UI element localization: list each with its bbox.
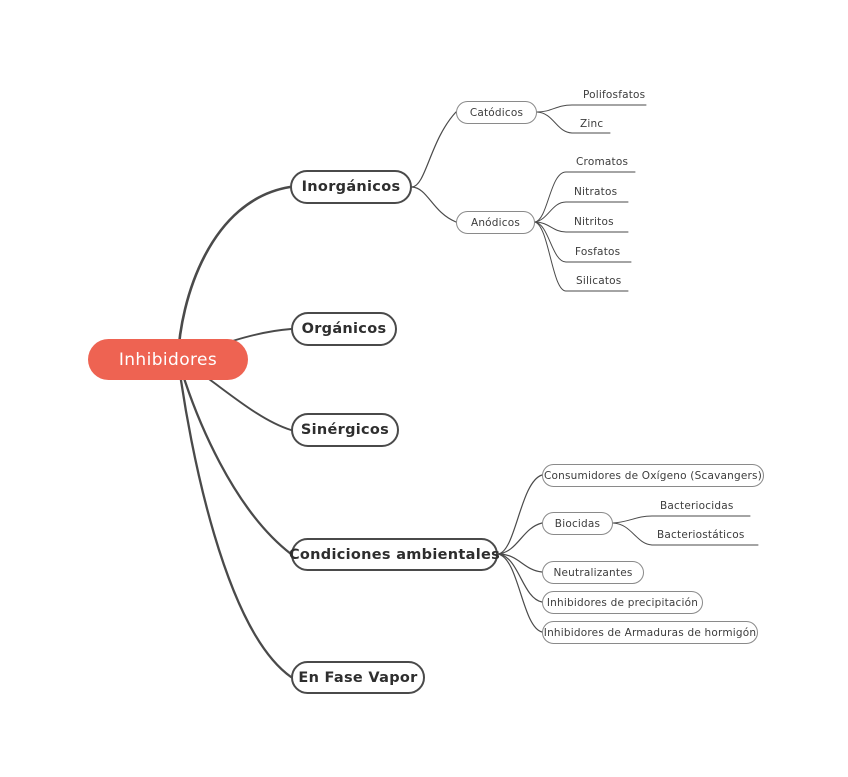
- leaf-label-cromatos[interactable]: Cromatos: [576, 156, 629, 168]
- edge-biocidas-bacteriostaticos: [612, 522, 653, 546]
- edge-anodicos-fosfatos: [534, 221, 567, 263]
- leaf-label-fosfatos[interactable]: Fosfatos: [575, 246, 621, 258]
- branch-node-organicos[interactable]: Orgánicos: [291, 312, 397, 346]
- edge-condiciones-consumidores: [497, 474, 543, 555]
- branch-node-label: En Fase Vapor: [298, 669, 418, 686]
- edge-condiciones-armaduras: [497, 553, 543, 633]
- edge-condiciones-neutralizantes: [497, 553, 543, 573]
- root-node-label: Inhibidores: [118, 349, 218, 370]
- sub-node-biocidas[interactable]: Biocidas: [542, 512, 613, 535]
- sub-node-label: Catódicos: [469, 106, 524, 119]
- edge-root-condiciones: [176, 357, 293, 556]
- edge-anodicos-cromatos: [534, 171, 567, 223]
- edge-biocidas-bacteriocidas: [612, 515, 653, 524]
- edge-anodicos-silicatos: [534, 221, 567, 292]
- leaf-label-bacteriostaticos[interactable]: Bacteriostáticos: [657, 529, 745, 541]
- branch-node-en-fase-vapor[interactable]: En Fase Vapor: [291, 661, 425, 694]
- edge-condiciones-biocidas: [497, 522, 543, 555]
- edge-catodicos-zinc: [536, 111, 573, 134]
- edge-condiciones-precipitacion: [497, 553, 543, 603]
- sub-node-anodicos[interactable]: Anódicos: [456, 211, 535, 234]
- sub-node-consumidores-oxigeno[interactable]: Consumidores de Oxígeno (Scavangers): [542, 464, 764, 487]
- sub-node-inhibidores-armaduras-hormigon[interactable]: Inhibidores de Armaduras de hormigón: [542, 621, 758, 644]
- sub-node-neutralizantes[interactable]: Neutralizantes: [542, 561, 644, 584]
- sub-node-label: Consumidores de Oxígeno (Scavangers): [543, 469, 762, 482]
- leaf-label-zinc[interactable]: Zinc: [580, 118, 604, 130]
- edge-inorganicos-catodicos: [411, 111, 457, 188]
- branch-node-label: Condiciones ambientales: [288, 546, 501, 563]
- sub-node-label: Biocidas: [554, 517, 601, 530]
- sub-node-label: Neutralizantes: [553, 566, 633, 579]
- leaf-label-nitritos[interactable]: Nitritos: [574, 216, 614, 228]
- branch-node-sinergicos[interactable]: Sinérgicos: [291, 413, 399, 447]
- edge-catodicos-polifosfatos: [536, 104, 573, 113]
- edge-anodicos-nitritos: [534, 221, 567, 233]
- leaf-label-polifosfatos[interactable]: Polifosfatos: [583, 89, 646, 101]
- sub-node-inhibidores-precipitacion[interactable]: Inhibidores de precipitación: [542, 591, 703, 614]
- edge-anodicos-nitratos: [534, 201, 567, 223]
- root-node-inhibidores[interactable]: Inhibidores: [88, 339, 248, 380]
- sub-node-catodicos[interactable]: Catódicos: [456, 101, 537, 124]
- leaf-label-bacteriocidas[interactable]: Bacteriocidas: [660, 500, 734, 512]
- edge-root-fasevapor: [176, 357, 293, 679]
- branch-node-label: Sinérgicos: [300, 422, 390, 438]
- sub-node-label: Inhibidores de precipitación: [546, 596, 699, 609]
- leaf-label-nitratos[interactable]: Nitratos: [574, 186, 618, 198]
- branch-node-condiciones-ambientales[interactable]: Condiciones ambientales: [288, 538, 501, 571]
- branch-node-inorganicos[interactable]: Inorgánicos: [290, 170, 412, 204]
- edge-root-inorganicos: [176, 185, 292, 361]
- edge-inorganicos-anodicos: [411, 186, 457, 223]
- branch-node-label: Orgánicos: [301, 321, 387, 337]
- leaf-label-silicatos[interactable]: Silicatos: [576, 275, 622, 287]
- branch-node-label: Inorgánicos: [301, 179, 401, 195]
- sub-node-label: Anódicos: [470, 216, 521, 229]
- sub-node-label: Inhibidores de Armaduras de hormigón: [543, 626, 757, 639]
